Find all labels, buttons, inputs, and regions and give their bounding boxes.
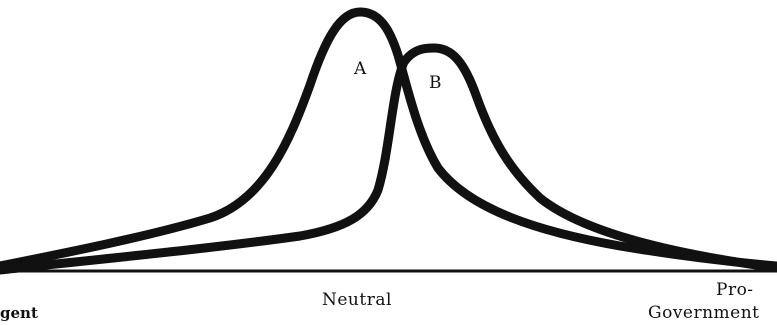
curve-a-label: A xyxy=(353,59,367,79)
axis-label-pro: Pro- xyxy=(716,280,754,300)
curve-b xyxy=(0,43,777,275)
axis-label-neutral: Neutral xyxy=(322,290,392,310)
axis-label-left: gent xyxy=(0,304,38,322)
curve-a xyxy=(0,7,777,271)
curve-b-label: B xyxy=(429,73,442,93)
axis-label-government: Government xyxy=(648,303,760,323)
